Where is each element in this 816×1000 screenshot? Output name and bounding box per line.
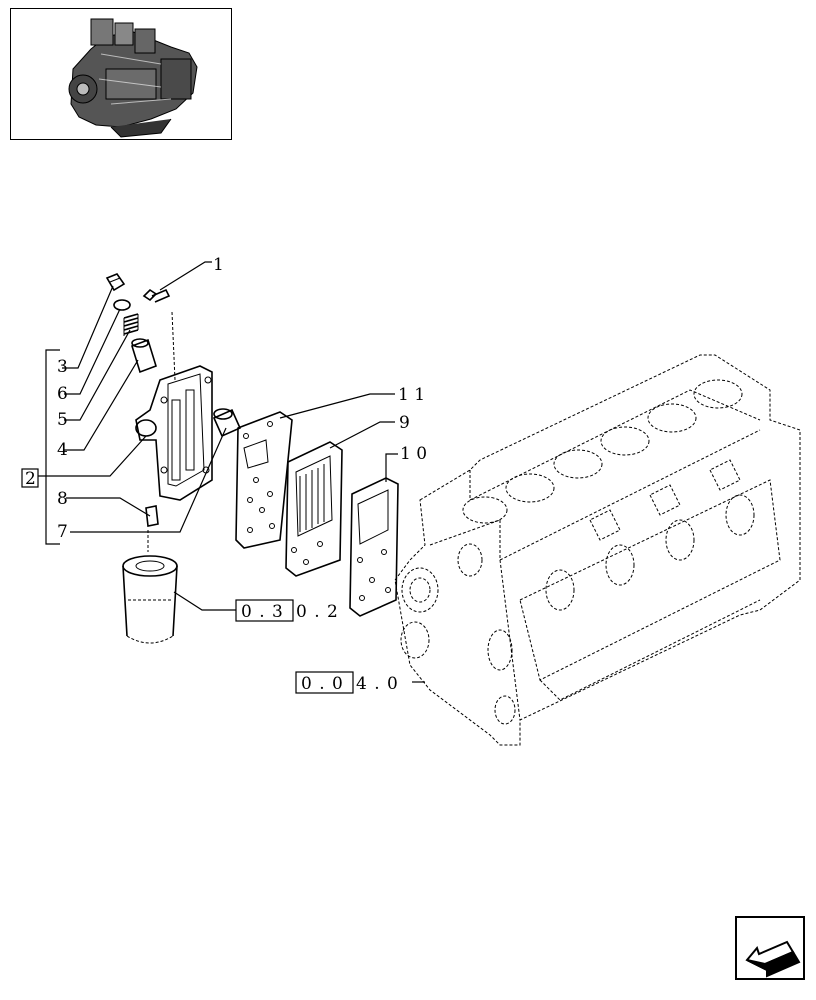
bolt bbox=[142, 288, 176, 381]
callout-11: 1 1 bbox=[398, 385, 425, 405]
filter-ref-tail: 0 . 2 bbox=[296, 602, 339, 622]
heat-exchanger bbox=[285, 441, 343, 577]
oil-filter-cartridge bbox=[122, 530, 178, 644]
gasket-2 bbox=[349, 477, 399, 617]
engine-icon bbox=[68, 18, 198, 138]
spring bbox=[123, 313, 139, 336]
callout-4: 4 bbox=[57, 440, 68, 460]
callout-6: 6 bbox=[57, 384, 68, 404]
block-ref-box bbox=[295, 671, 354, 694]
back-arrow-icon bbox=[745, 940, 801, 978]
o-ring bbox=[113, 299, 131, 311]
filter-ref-boxed: 0 . 3 bbox=[241, 602, 284, 622]
callout-9: 9 bbox=[399, 413, 410, 433]
oil-filter-support bbox=[135, 365, 213, 501]
small-plug bbox=[145, 505, 159, 527]
leader-lines bbox=[38, 261, 425, 683]
block-ref-boxed: 0 . 0 bbox=[301, 674, 344, 694]
callout-2-box bbox=[21, 468, 39, 488]
callout-2: 2 bbox=[25, 469, 36, 489]
bush bbox=[212, 408, 242, 438]
back-navigation-button[interactable] bbox=[735, 916, 805, 980]
callout-7: 7 bbox=[57, 522, 68, 542]
callout-1: 1 bbox=[213, 255, 224, 275]
gasket bbox=[235, 411, 293, 549]
group-bracket bbox=[45, 349, 60, 545]
callout-10: 1 0 bbox=[400, 444, 427, 464]
valve bbox=[131, 338, 157, 374]
engine-thumbnail bbox=[10, 8, 232, 140]
filter-ref-box bbox=[235, 599, 294, 622]
engine-block bbox=[394, 354, 801, 746]
callout-5: 5 bbox=[57, 410, 68, 430]
callout-8: 8 bbox=[57, 489, 68, 509]
block-ref-tail: 4 . 0 bbox=[356, 674, 399, 694]
callout-3: 3 bbox=[57, 357, 68, 377]
plug bbox=[105, 273, 126, 292]
